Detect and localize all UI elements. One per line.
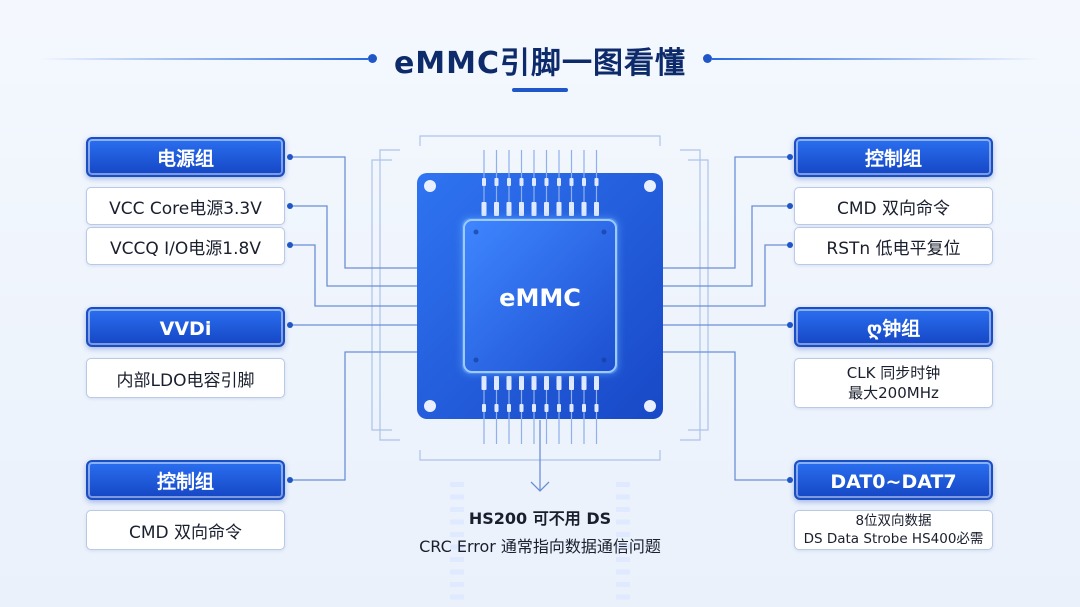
chip-pin: [481, 376, 487, 390]
chip-pin: [450, 594, 464, 600]
chip-pin: [494, 376, 499, 390]
chip-pin: [581, 202, 587, 216]
chip-pin: [616, 482, 630, 487]
board-holes: [424, 180, 656, 412]
right-group-data: DAT0~DAT7: [794, 460, 993, 500]
chip-pin: [616, 494, 630, 500]
right-item-rstn: RSTn 低电平复位: [794, 227, 993, 265]
chip-pin: [519, 202, 524, 216]
chip-pin: [450, 544, 464, 550]
title-left-line: [40, 58, 368, 60]
chip-pin: [581, 376, 587, 390]
chip-pin: [506, 202, 512, 216]
bottom-note-line2: CRC Error 通常指向数据通信问题: [419, 537, 661, 556]
connector-lines: [290, 156, 790, 492]
chip-pin: [482, 404, 486, 412]
chip-pin: [532, 404, 536, 412]
chip-pin: [544, 202, 549, 216]
chip-pin: [544, 178, 549, 186]
chip-pin: [494, 178, 499, 186]
chip-pin: [594, 404, 599, 412]
chip-pin: [544, 404, 549, 412]
chip-pin: [557, 178, 561, 186]
connector-dots: [287, 154, 793, 483]
right-group-control: 控制组: [794, 137, 993, 177]
chip-pin: [616, 582, 630, 587]
chip-corner-dots: [473, 229, 607, 363]
chip-pin: [450, 557, 464, 562]
title-right-line: [712, 58, 1040, 60]
chip-pin: [616, 569, 630, 575]
left-group-vvdi: VVDi: [86, 307, 285, 347]
chip-pin: [482, 178, 486, 186]
title-underline: [512, 88, 568, 92]
chip-pin: [569, 178, 574, 186]
chip-pin: [556, 376, 562, 390]
chip-pin: [594, 376, 599, 390]
chip-pin: [450, 532, 464, 537]
chip-pin: [507, 404, 511, 412]
chip-pin: [450, 569, 464, 575]
chip-pin: [616, 557, 630, 562]
left-item-vcc-core: VCC Core电源3.3V: [86, 187, 285, 225]
bottom-note-line1: HS200 可不用 DS: [468, 509, 612, 528]
chip-pin: [519, 178, 524, 186]
left-group-power: 电源组: [86, 137, 285, 177]
left-group-control: 控制组: [86, 460, 285, 500]
chip-pin: [594, 178, 599, 186]
chip-pin: [557, 404, 561, 412]
right-item-cmd: CMD 双向命令: [794, 187, 993, 225]
chip-pin: [616, 532, 630, 537]
chip-pin: [519, 376, 524, 390]
chip-pin: [544, 376, 549, 390]
chip-pin: [616, 519, 630, 525]
right-item-clk: CLK 同步时钟 最大200MHz: [794, 358, 993, 408]
chip-pin: [582, 404, 586, 412]
chip-pin: [519, 404, 524, 412]
chip-pins: [450, 150, 630, 600]
chip-pin: [616, 507, 630, 512]
chip-pin: [450, 482, 464, 487]
chip-pin: [450, 582, 464, 587]
chip-pin: [569, 404, 574, 412]
chip-pin: [494, 202, 499, 216]
chip-pin: [450, 494, 464, 500]
left-item-ldo: 内部LDO电容引脚: [86, 358, 285, 398]
chip-pin: [569, 376, 574, 390]
right-item-data-line2: DS Data Strobe HS400必需: [803, 531, 984, 547]
chip-pin: [481, 202, 487, 216]
chip-pin: [507, 178, 511, 186]
page-title: eMMC引脚一图看懂: [393, 46, 687, 81]
right-item-data-line1: 8位双向数据: [855, 513, 932, 529]
chip-pin: [616, 544, 630, 550]
chip-pin: [494, 404, 499, 412]
left-item-vccq: VCCQ I/O电源1.8V: [86, 227, 285, 265]
left-item-cmd: CMD 双向命令: [86, 510, 285, 550]
chip-pin: [594, 202, 599, 216]
chip-pin: [531, 376, 537, 390]
chip-body: [463, 219, 617, 373]
chip-label: eMMC: [499, 284, 581, 312]
chip-pin: [450, 507, 464, 512]
title-left-dot: [368, 54, 377, 63]
chip-pin: [450, 519, 464, 525]
chip-pin: [569, 202, 574, 216]
right-group-clock: ღ钟组: [794, 307, 993, 347]
right-item-clk-line1: CLK 同步时钟: [846, 364, 941, 382]
chip-pin: [582, 178, 586, 186]
title-right-dot: [703, 54, 712, 63]
chip-pin: [532, 178, 536, 186]
chip-pin: [531, 202, 537, 216]
chip-pin: [616, 594, 630, 600]
right-item-data: 8位双向数据 DS Data Strobe HS400必需: [794, 510, 993, 550]
chip-pin: [556, 202, 562, 216]
chip-pin: [506, 376, 512, 390]
right-item-clk-line2: 最大200MHz: [848, 384, 939, 402]
